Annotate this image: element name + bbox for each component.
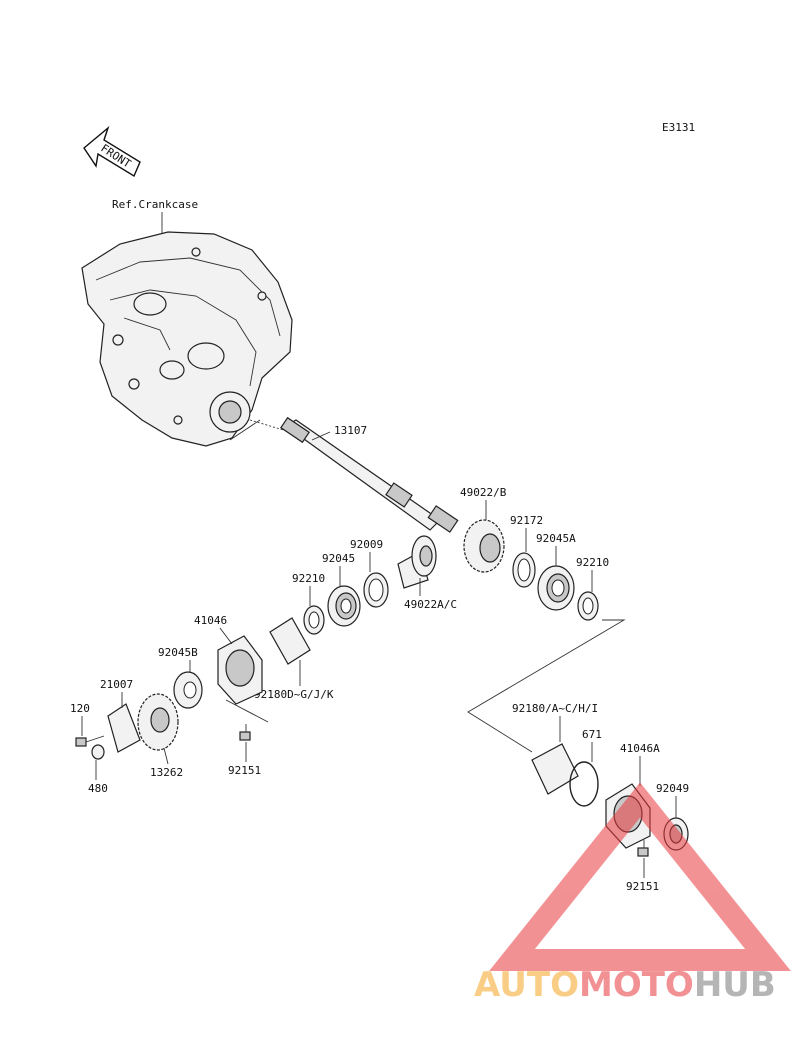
label-92210-left: 92210 [292,572,325,585]
label-49022b: 49022/B [460,486,507,499]
gasket-92180dgjk [269,617,311,665]
ring-92009-hole [368,578,384,602]
label-21007: 21007 [100,678,133,691]
label-41046a: 41046A [620,742,660,755]
label-480: 480 [88,782,108,795]
label-92180dgjk: 92180D~G/J/K [254,688,334,701]
gear-49022b [463,519,505,573]
gear-49022ac [397,535,437,589]
label-49022ac: 49022A/C [404,598,457,611]
watermark-logo: AUTOMOTOHUB [474,782,791,1005]
label-92180achi: 92180/A~C/H/I [512,702,598,715]
ring-92172-hole [517,558,531,582]
leader-41046 [219,627,233,645]
label-92045: 92045 [322,552,355,565]
label-41046: 41046 [194,614,227,627]
crankcase-shaft-leader [249,419,291,433]
leader-13107 [311,431,331,441]
label-92172: 92172 [510,514,543,527]
bolt-92151-left-leader [225,699,269,723]
bolt-92151-right [637,840,649,857]
shaft-13107 [280,416,459,533]
watermark-moto: MOTO [579,965,694,1005]
diagram-code: E3131 [662,121,695,134]
oring-671 [569,761,599,807]
cover-21007 [107,703,141,753]
bearing-92045b [173,671,203,709]
crankcase-label: Ref.Crankcase [112,198,198,211]
bearing-92045a [537,565,575,611]
collar-92210-right-hole [582,597,594,615]
label-92009: 92009 [350,538,383,551]
bolt-92151-left [239,724,251,741]
label-92210-right: 92210 [576,556,609,569]
collar-92210-left-hole [308,611,320,629]
assembly-connector-line [467,619,626,753]
label-92151-left: 92151 [228,764,261,777]
label-671: 671 [582,728,602,741]
gear-13262 [137,693,179,751]
label-13262: 13262 [150,766,183,779]
housing-41046 [217,635,263,705]
label-92151-right: 92151 [626,880,659,893]
label-13107: 13107 [334,424,367,437]
label-92045a: 92045A [536,532,576,545]
watermark-hub: HUB [694,965,776,1005]
bearing-92045 [327,585,361,627]
bolt-120 [75,735,105,747]
watermark-auto: AUTO [474,965,579,1005]
label-92045b: 92045B [158,646,198,659]
front-arrow-icon: FRONT [83,125,141,178]
watermark-triangle-icon [489,782,791,971]
crankcase-drawing [81,231,293,447]
gasket-92180achi [531,743,579,795]
leader-13262 [163,747,169,765]
label-120: 120 [70,702,90,715]
label-92049: 92049 [656,782,689,795]
svg-text:AUTOMOTOHUB: AUTOMOTOHUB [474,965,776,1005]
washer-480 [91,744,105,760]
